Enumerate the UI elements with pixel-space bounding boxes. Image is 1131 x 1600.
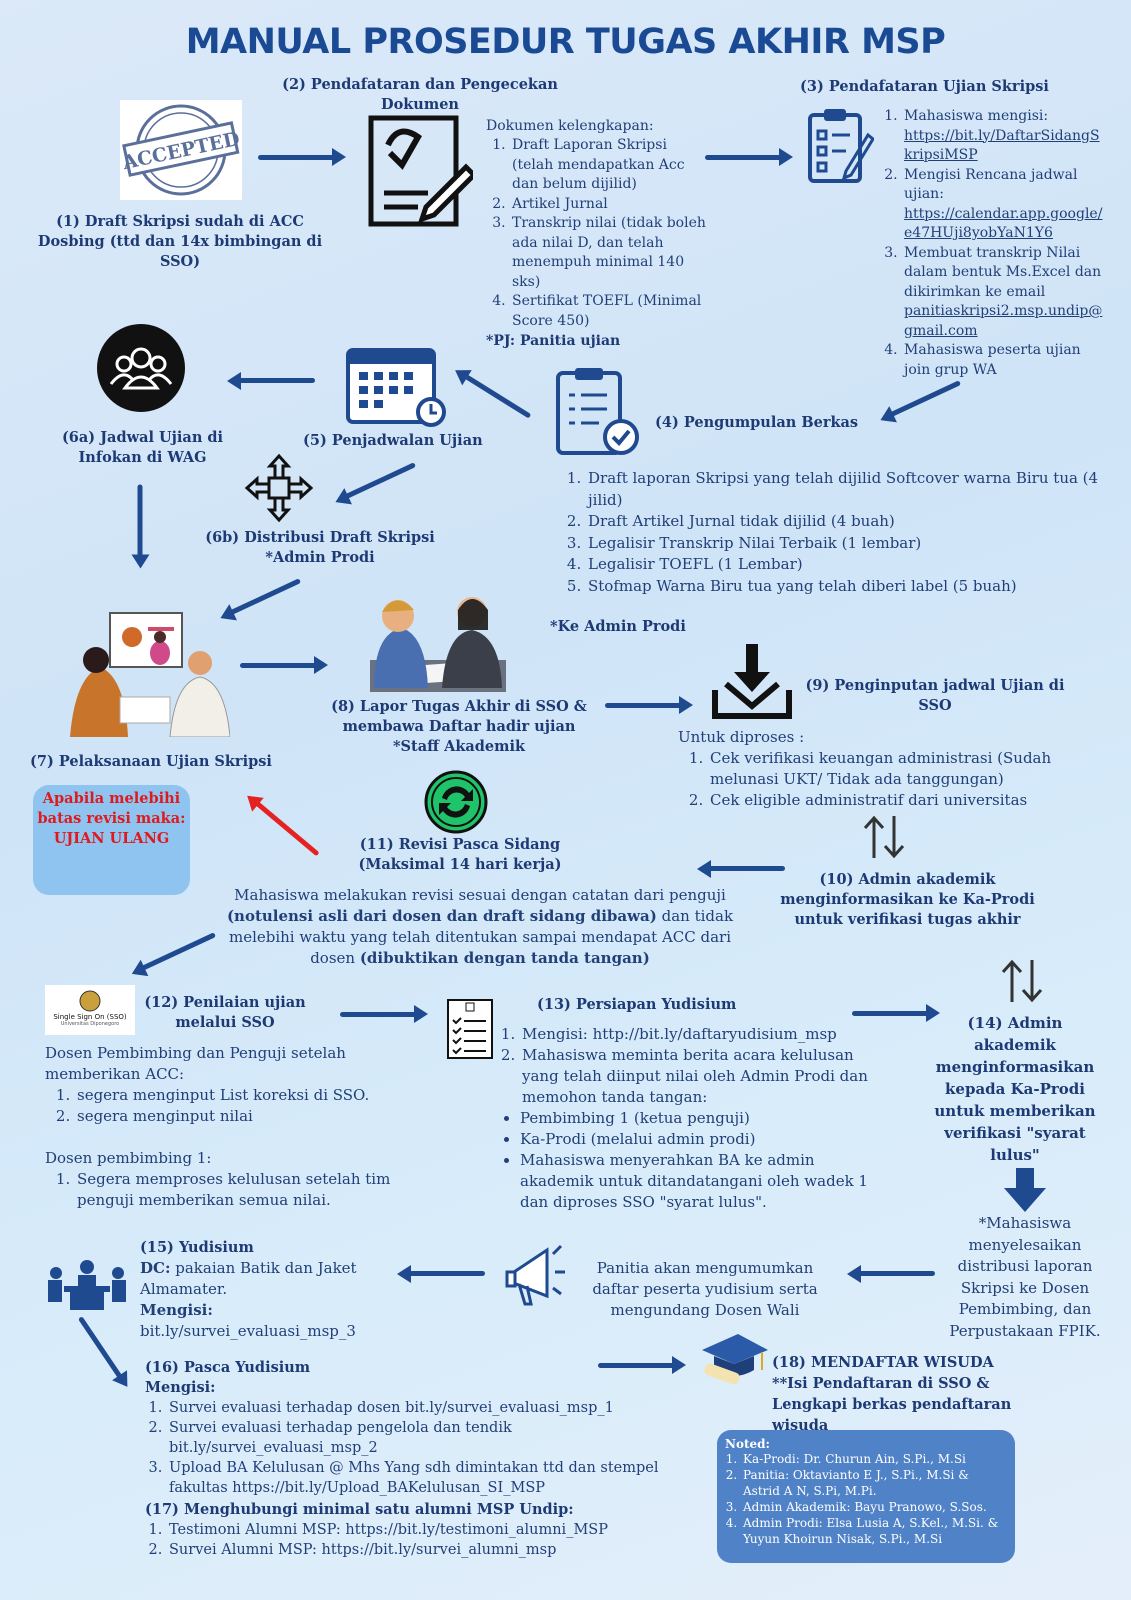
list-item: Upload BA Kelulusan @ Mhs Yang sdh dimin… — [167, 1458, 710, 1498]
list-item: Transkrip nilai (tidak boleh ada nilai D… — [510, 214, 711, 292]
arrow-right-icon — [852, 1004, 940, 1022]
step15-details: (15) Yudisium DC: pakaian Batik dan Jake… — [140, 1239, 357, 1340]
step13-details: Mengisi: http://bit.ly/daftaryudisium_ms… — [500, 1024, 890, 1213]
clipboard-pen-icon — [806, 105, 874, 185]
step2-documents: Dokumen kelengkapan: Draft Laporan Skrip… — [486, 117, 711, 351]
yudisium-announcement: Panitia akan mengumumkan daftar peserta … — [592, 1259, 818, 1319]
step7-heading: (7) Pelaksanaan Ujian Skripsi — [30, 753, 272, 770]
step12-heading: (12) Penilaian ujian melalui SSO — [144, 994, 306, 1031]
step4-heading: (4) Pengumpulan Berkas — [655, 414, 859, 431]
step8-heading: (8) Lapor Tugas Akhir di SSO & membawa D… — [331, 698, 587, 755]
arrow-right-icon — [605, 696, 693, 714]
arrow-right-icon — [258, 148, 346, 166]
list-item: Survei Alumni MSP: https://bit.ly/survei… — [167, 1540, 710, 1560]
sso-logo: Single Sign On (SSO) Universitas Diponeg… — [45, 985, 135, 1035]
arrow-left-icon — [231, 378, 315, 383]
step9-details: Untuk diproses : Cek verifikasi keuangan… — [678, 727, 1098, 811]
step6a-heading: (6a) Jadwal Ujian di Infokan di WAG — [61, 429, 224, 466]
list-item: Pembimbing 1 (ketua penguji) — [520, 1108, 890, 1129]
list-item: Mahasiswa meminta berita acara kelulusan… — [520, 1045, 890, 1108]
distribution-arrows-icon — [243, 452, 315, 524]
calendar-icon — [345, 340, 447, 428]
list-item: Panitia: Oktavianto E J., S.Pi., M.Si & … — [741, 1467, 1007, 1499]
list-item: Legalisir Transkrip Nilai Terbaik (1 lem… — [586, 533, 1102, 555]
link-daftar-sidang[interactable]: https://bit.ly/DaftarSidangSkripsiMSP — [904, 127, 1100, 164]
arrow-down-left-icon — [222, 578, 302, 619]
link-calendar[interactable]: https://calendar.app.google/e47HUji8yobY… — [904, 205, 1103, 242]
list-item: Testimoni Alumni MSP: https://bit.ly/tes… — [167, 1520, 710, 1540]
page-title: MANUAL PROSEDUR TUGAS AKHIR MSP — [185, 22, 946, 62]
list-item: Admin Akademik: Bayu Pranowo, S.Sos. — [741, 1499, 1007, 1515]
step9-heading: (9) Penginputan jadwal Ujian di SSO — [805, 677, 1065, 714]
arrow-right-icon — [340, 1005, 428, 1023]
list-item: Admin Prodi: Elsa Lusia A, S.Kel., M.Si.… — [741, 1515, 1007, 1547]
list-item: Cek verifikasi keuangan administrasi (Su… — [708, 748, 1098, 790]
step14-note: *Mahasiswa menyelesaikan distribusi lapo… — [949, 1214, 1101, 1340]
list-item: segera menginput List koreksi di SSO. — [75, 1085, 435, 1106]
list-item: Legalisir TOEFL (1 Lembar) — [586, 554, 1102, 576]
list-item: Mahasiswa menyerahkan BA ke admin akadem… — [520, 1150, 890, 1213]
list-item: segera menginput nilai — [75, 1106, 435, 1127]
group-icon — [97, 324, 185, 412]
down-arrow-icon — [1004, 1168, 1046, 1212]
step10-heading: (10) Admin akademik menginformasikan ke … — [780, 871, 1035, 928]
retest-warning-badge: Apabila melebihi batas revisi maka: UJIA… — [33, 785, 190, 895]
red-arrow-icon — [248, 796, 320, 857]
meeting-table-icon — [44, 1258, 130, 1312]
graduation-cap-icon — [698, 1330, 770, 1388]
list-item: Mengisi: http://bit.ly/daftaryudisium_ms… — [520, 1024, 890, 1045]
up-down-arrows-icon — [862, 814, 906, 860]
step2-heading: (2) Pendafataran dan Pengecekan Dokumen — [282, 76, 558, 113]
list-item: Ka-Prodi (melalui admin prodi) — [520, 1129, 890, 1150]
arrow-right-icon — [598, 1356, 686, 1374]
step3-list: Mahasiswa mengisi:https://bit.ly/DaftarS… — [884, 107, 1104, 380]
list-item: Segera memproses kelulusan setelah tim p… — [75, 1169, 435, 1211]
step3-heading: (3) Pendafataran Ujian Skripsi — [800, 78, 1049, 95]
step11-heading: (11) Revisi Pasca Sidang (Maksimal 14 ha… — [358, 836, 562, 873]
list-item: Stofmap Warna Biru tua yang telah diberi… — [586, 576, 1102, 598]
list-item: Sertifikat TOEFL (Minimal Score 450) — [510, 292, 711, 331]
list-item: Draft Artikel Jurnal tidak dijilid (4 bu… — [586, 511, 1102, 533]
arrow-down-left-icon — [134, 932, 217, 974]
arrow-left-icon — [401, 1271, 485, 1276]
up-down-arrows-icon — [1000, 958, 1044, 1004]
noted-box: Noted: Ka-Prodi: Dr. Churun Ain, S.Pi., … — [717, 1430, 1015, 1563]
list-item: Draft Laporan Skripsi (telah mendapatkan… — [510, 136, 711, 195]
accepted-stamp-image: ACCEPTED — [120, 100, 242, 200]
arrow-up-left-icon — [457, 369, 532, 419]
to-admin-prodi-note: *Ke Admin Prodi — [550, 618, 686, 635]
step12-details: Dosen Pembimbing dan Penguji setelah mem… — [45, 1043, 435, 1211]
list-item: Survei evaluasi terhadap pengelola dan t… — [167, 1418, 710, 1458]
meeting-illustration — [370, 588, 506, 692]
sync-icon — [424, 770, 488, 834]
arrow-down-left-icon — [337, 462, 417, 503]
megaphone-icon — [505, 1240, 567, 1306]
step4-list: Draft laporan Skripsi yang telah dijilid… — [562, 468, 1102, 597]
arrow-down-icon — [137, 484, 143, 565]
list-item: Artikel Jurnal — [510, 195, 711, 215]
download-icon — [712, 644, 792, 720]
step11-description: Mahasiswa melakukan revisi sesuai dengan… — [226, 886, 734, 967]
checklist-icon — [446, 998, 494, 1060]
list-item: Draft laporan Skripsi yang telah dijilid… — [586, 468, 1102, 511]
arrow-left-icon — [851, 1271, 935, 1276]
arrow-down-left-icon — [882, 380, 962, 421]
clipboard-check-icon — [555, 365, 641, 457]
step16-details: (16) Pasca Yudisium Mengisi: Survei eval… — [145, 1358, 710, 1560]
list-item: Ka-Prodi: Dr. Churun Ain, S.Pi., M.Si — [741, 1451, 1007, 1467]
arrow-right-icon — [705, 148, 793, 166]
list-item: Survei evaluasi terhadap dosen bit.ly/su… — [167, 1398, 710, 1418]
arrow-down-right-icon — [77, 1316, 127, 1386]
step5-heading: (5) Penjadwalan Ujian — [303, 432, 483, 449]
step18-details: (18) MENDAFTAR WISUDA**Isi Pendaftaran d… — [772, 1354, 1012, 1434]
step6b-heading: (6b) Distribusi Draft Skripsi*Admin Prod… — [205, 529, 435, 566]
arrow-right-icon — [240, 656, 328, 674]
document-check-icon — [368, 115, 473, 227]
step1-caption: (1) Draft Skripsi sudah di ACC Dosbing (… — [37, 213, 323, 270]
step14-heading: (14) Admin akademik menginformasikan kep… — [934, 1014, 1096, 1164]
presentation-illustration — [70, 605, 230, 737]
list-item: Cek eligible administratif dari universi… — [708, 790, 1098, 811]
step13-heading: (13) Persiapan Yudisium — [537, 996, 737, 1013]
link-email[interactable]: panitiaskripsi2.msp.undip@gmail.com — [904, 303, 1103, 339]
